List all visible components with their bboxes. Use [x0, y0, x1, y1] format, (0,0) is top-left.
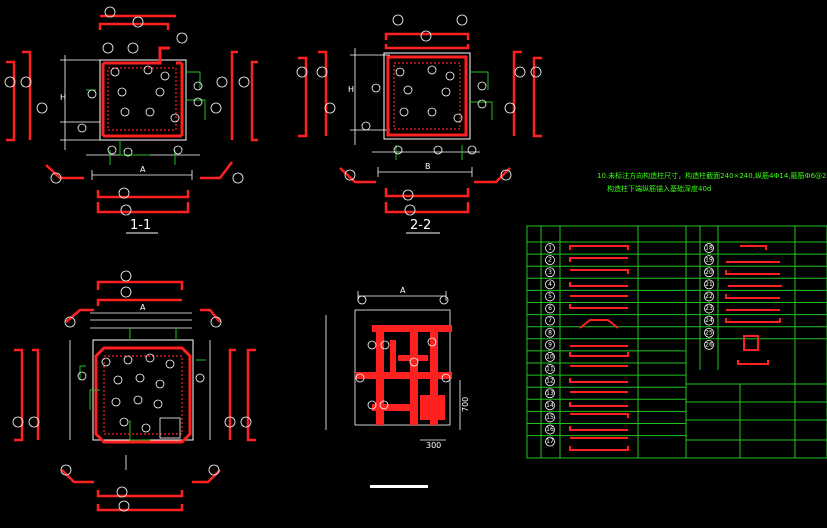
table-number: 9	[548, 341, 552, 348]
table-number: 17	[546, 438, 554, 445]
table-number: 19	[705, 257, 713, 264]
table-number: 16	[546, 426, 554, 433]
table-bubble	[545, 243, 555, 253]
table-bubble	[704, 267, 714, 278]
table-number: 18	[705, 245, 713, 252]
table-number: 1	[548, 245, 552, 252]
table-number: 3	[548, 269, 552, 276]
table-number: 4	[548, 281, 552, 288]
table-bubble	[545, 279, 555, 290]
table-bubble	[704, 255, 714, 266]
table-number: 22	[705, 293, 713, 300]
table-number: 14	[546, 402, 554, 409]
table-bubble	[704, 327, 714, 338]
dim-700: 700	[461, 397, 470, 412]
dim-h-2: H	[348, 85, 354, 94]
notes: 10.未标注方向构造柱尺寸，构造柱截面240×240,纵筋4Ф14,箍筋Ф6@2…	[597, 171, 827, 193]
section-1-1: A H	[4, 6, 258, 234]
table-bubble	[545, 412, 555, 423]
table-bubble	[545, 400, 555, 411]
table-number: 24	[705, 317, 713, 324]
dim-h-1: H	[60, 93, 66, 102]
table-bubble	[545, 424, 555, 435]
dim-a-3: A	[140, 303, 146, 312]
section-label-1-1: 1-1	[130, 218, 151, 233]
table-bubble	[545, 291, 555, 302]
table-bubble	[545, 339, 555, 350]
table-bubble	[545, 327, 555, 338]
table-bubble	[545, 352, 555, 362]
table-number: 20	[705, 269, 713, 276]
table-bubble	[545, 388, 555, 399]
table-bubble	[704, 339, 714, 350]
table-bubble	[704, 243, 714, 253]
table-bubble	[545, 315, 555, 326]
table-bubble	[545, 436, 555, 447]
dim-b-2: B	[425, 162, 431, 171]
section-label-2-2: 2-2	[410, 218, 431, 233]
table-number: 11	[546, 366, 554, 373]
table-number: 6	[548, 305, 552, 312]
dim-a-4: A	[400, 286, 406, 295]
detail-view: A 700 300	[325, 286, 470, 488]
table-number: 12	[546, 378, 554, 385]
table-number: 23	[705, 305, 713, 312]
plan-view: A	[12, 270, 256, 512]
dim-300: 300	[426, 441, 441, 450]
table-bubble	[545, 255, 555, 266]
section-2-2: B H	[296, 14, 542, 234]
note-line-2: 构造柱下端纵筋锚入基础深度40d	[607, 184, 711, 193]
table-bubble	[704, 303, 714, 314]
table-number: 13	[546, 390, 554, 397]
table-number: 26	[705, 341, 713, 348]
table-bubble	[704, 315, 714, 326]
table-number: 7	[548, 317, 552, 324]
table-bubble	[545, 303, 555, 314]
note-line-1: 10.未标注方向构造柱尺寸，构造柱截面240×240,纵筋4Ф14,箍筋Ф6@2…	[597, 171, 827, 180]
table-number: 8	[548, 329, 552, 336]
table-bubble	[704, 279, 714, 290]
table-number: 10	[546, 353, 554, 360]
dim-a-1: A	[140, 165, 146, 174]
table-bubble	[545, 267, 555, 278]
table-number: 15	[546, 414, 554, 421]
table-number: 21	[705, 281, 713, 288]
table-bubble	[545, 364, 555, 374]
table-number: 5	[548, 293, 552, 300]
table-bubble	[704, 291, 714, 302]
table-bubble	[545, 376, 555, 387]
table-number: 2	[548, 257, 552, 264]
table-number: 25	[705, 329, 713, 336]
